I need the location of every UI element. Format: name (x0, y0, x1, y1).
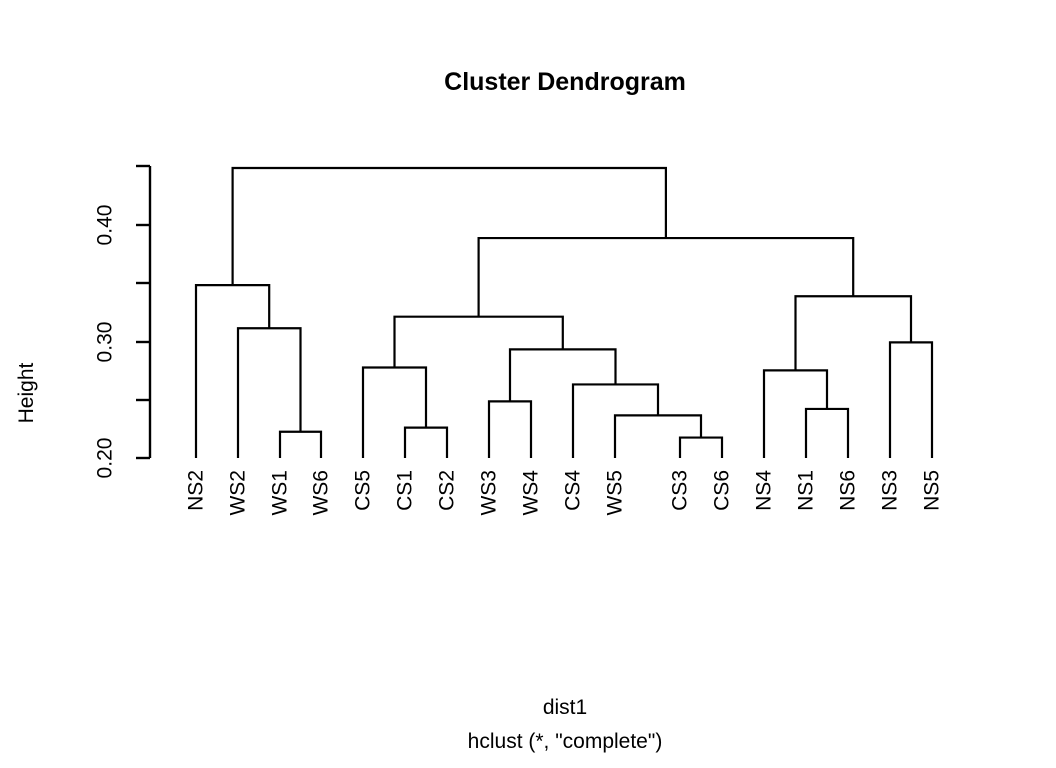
x-axis-sublabel: hclust (*, "complete") (468, 730, 663, 753)
y-tick-label: 0.20 (94, 438, 117, 479)
leaf-label-ns2: NS2 (185, 470, 208, 511)
leaf-label-ws3: WS3 (478, 470, 501, 516)
leaf-label-ns6: NS6 (837, 470, 860, 511)
y-tick-labels: 0.40 0.30 0.20 (94, 205, 117, 479)
leaf-label-ns3: NS3 (879, 470, 902, 511)
leaf-label-cs4: CS4 (562, 470, 585, 511)
leaf-label-ws1: WS1 (269, 470, 292, 516)
leaf-label-ws6: WS6 (310, 470, 333, 516)
leaf-label-cs3: CS3 (669, 470, 692, 511)
y-axis (136, 164, 152, 460)
leaf-labels: NS2 WS2 WS1 WS6 CS5 CS1 CS2 WS3 WS4 CS4 WS5 CS3 CS6 N… (185, 470, 944, 516)
leaf-label-ws2: WS2 (227, 470, 250, 516)
y-axis-ticks (136, 164, 150, 460)
y-axis-label: Height (15, 362, 38, 423)
y-tick-label: 0.30 (94, 322, 117, 363)
dendrogram-link (477, 236, 855, 317)
leaf-label-ws5: WS5 (604, 470, 627, 516)
leaf-label-cs5: CS5 (352, 470, 375, 511)
leaf-label-ns1: NS1 (795, 470, 818, 511)
leaf-label-ns5: NS5 (921, 470, 944, 511)
dendrogram-links (194, 166, 934, 458)
leaf-label-ns4: NS4 (753, 470, 776, 511)
dendrogram-link (231, 166, 667, 286)
leaf-label-cs1: CS1 (394, 470, 417, 511)
leaf-label-ws4: WS4 (520, 470, 543, 516)
leaf-label-cs6: CS6 (711, 470, 734, 511)
y-tick-label: 0.40 (94, 205, 117, 246)
x-axis-label: dist1 (543, 696, 587, 719)
leaf-label-cs2: CS2 (436, 470, 459, 511)
page-title: Cluster Dendrogram (444, 68, 686, 96)
